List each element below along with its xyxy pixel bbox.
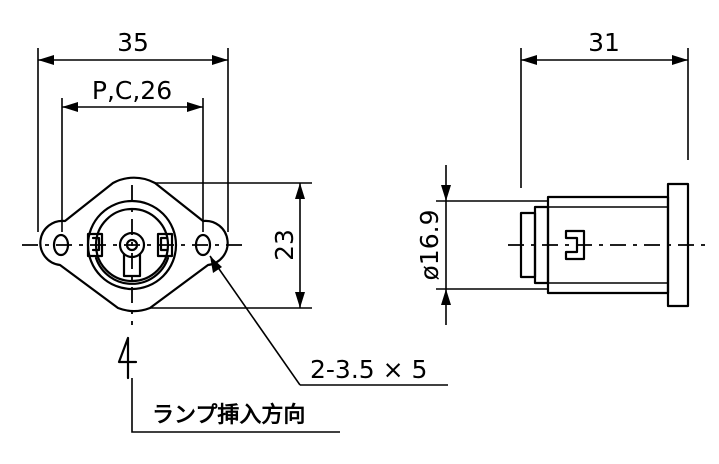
length-dimension: 31 xyxy=(520,28,689,188)
hole-label: 2-3.5 × 5 xyxy=(310,355,427,384)
right-terminal-clip xyxy=(159,236,169,252)
lamp-direction-label: ランプ挿入方向 xyxy=(152,402,305,428)
width-dimension: 35 xyxy=(37,28,229,232)
length-label: 31 xyxy=(588,28,620,57)
body-rim-arc xyxy=(94,256,170,285)
side-terminal-clip xyxy=(564,229,586,261)
flange-outline xyxy=(39,176,229,313)
front-view: 35 P,C,26 xyxy=(22,28,448,433)
height-dimension: 23 xyxy=(150,182,312,309)
hole-leader: 2-3.5 × 5 xyxy=(209,255,448,386)
height-label: 23 xyxy=(270,229,299,261)
lamp-direction-indicator: ランプ挿入方向 xyxy=(117,336,340,433)
diameter-dimension: ø16.9 xyxy=(415,165,548,325)
pitch-label: P,C,26 xyxy=(92,76,172,105)
lamp-direction-leader xyxy=(131,378,340,433)
pitch-dimension: P,C,26 xyxy=(61,76,204,232)
side-view: 31 ø16.9 xyxy=(415,28,712,325)
diameter-label: ø16.9 xyxy=(415,210,444,281)
left-terminal-clip xyxy=(91,236,101,252)
width-label: 35 xyxy=(117,28,149,57)
lamp-direction-arrow-icon xyxy=(117,336,138,380)
